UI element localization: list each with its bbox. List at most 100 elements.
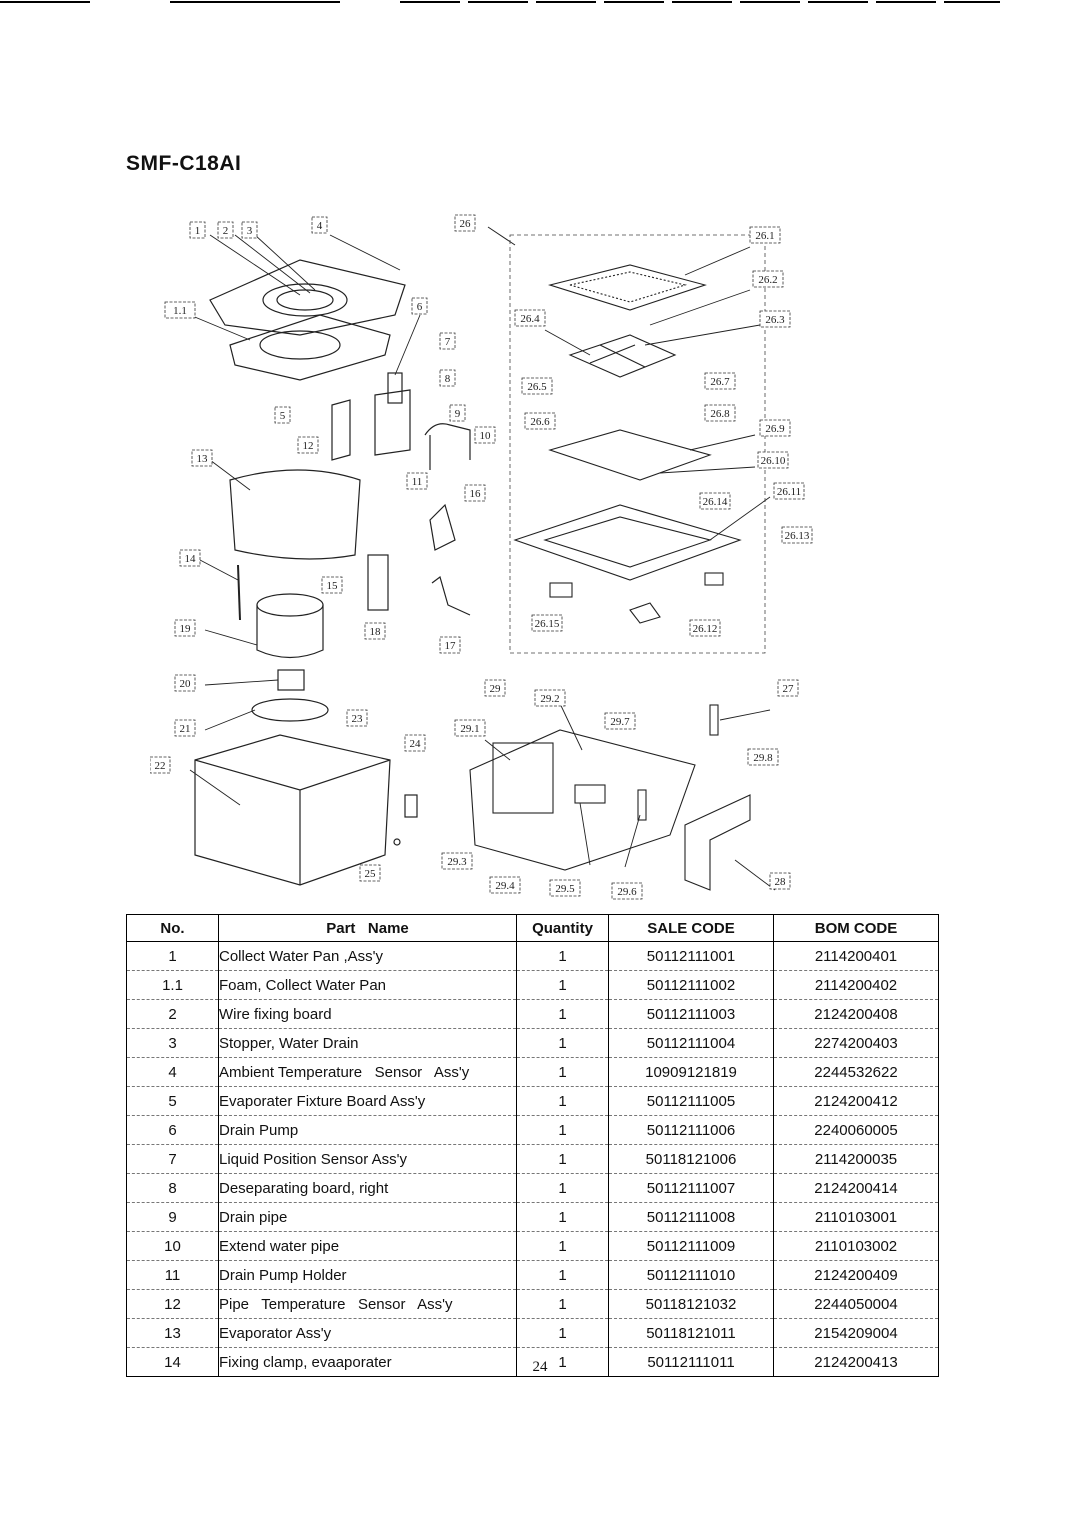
callout-29-3: 29.3 (441, 852, 473, 870)
row-sale-code: 50112111003 (608, 999, 774, 1029)
callout-15: 15 (321, 576, 343, 594)
row-quantity: 1 (516, 1173, 609, 1203)
callout-17: 17 (439, 636, 461, 654)
callout-22: 22 (150, 756, 171, 774)
callout-26-3: 26.3 (759, 310, 791, 328)
row-quantity: 1 (516, 1318, 609, 1348)
row-quantity: 1 (516, 1057, 609, 1087)
callout-16: 16 (464, 484, 486, 502)
callout-label: 26.3 (765, 314, 785, 326)
callout-label: 19 (180, 623, 192, 635)
fan-drawing (256, 593, 324, 617)
callout-29-7: 29.7 (604, 712, 636, 730)
callout-29-1: 29.1 (454, 719, 486, 737)
callout-label: 12 (303, 440, 314, 452)
row-number: 10 (126, 1231, 219, 1261)
drain-pump-drawing (387, 372, 403, 404)
row-part-name: Deseparating board, right (218, 1173, 517, 1203)
callout-26-10: 26.10 (757, 451, 789, 469)
callout-26: 26 (454, 214, 476, 232)
row-quantity: 1 (516, 1202, 609, 1232)
callout-28: 28 (769, 872, 791, 890)
row-bom-code: 2114200402 (773, 970, 939, 1000)
callout-label: 24 (410, 738, 422, 750)
callout-29-6: 29.6 (611, 882, 643, 900)
callout-label: 26.1 (755, 230, 774, 242)
row-bom-code: 2244050004 (773, 1289, 939, 1319)
grille-drawing (547, 264, 707, 311)
callout-label: 26.5 (527, 381, 547, 393)
callout-label: 26.12 (693, 623, 718, 635)
callout-26-11: 26.11 (773, 482, 805, 500)
callout-10: 10 (474, 426, 496, 444)
callout-label: 13 (197, 453, 209, 465)
callout-26-12: 26.12 (689, 619, 721, 637)
callout-label: 26.9 (765, 423, 785, 435)
callout-label: 29.5 (555, 883, 575, 895)
callout-label: 1.1 (173, 305, 187, 317)
callout-label: 26.10 (761, 455, 786, 467)
callout-26-7: 26.7 (704, 372, 736, 390)
callout-label: 26.14 (703, 496, 728, 508)
callout-26-2: 26.2 (752, 270, 784, 288)
row-sale-code: 50112111008 (608, 1202, 774, 1232)
row-number: 13 (126, 1318, 219, 1348)
callout-27: 27 (777, 679, 799, 697)
row-number: 9 (126, 1202, 219, 1232)
row-sale-code: 50118121006 (608, 1144, 774, 1174)
callout-23: 23 (346, 709, 368, 727)
panel-frame-drawing (513, 504, 742, 581)
row-number: 14 (126, 1347, 219, 1377)
callout-label: 26.11 (777, 486, 801, 498)
callout-label: 26.6 (530, 416, 550, 428)
table-header-row: No. Part Name Quantity SALE CODE BOM COD… (126, 914, 939, 942)
callout-18: 18 (364, 622, 386, 640)
filter-drawing (568, 334, 677, 378)
row-part-name: Fixing clamp, evaaporater (218, 1347, 517, 1377)
callout-19: 19 (174, 619, 196, 637)
callout-label: 1 (195, 225, 201, 237)
row-bom-code: 2124200408 (773, 999, 939, 1029)
page-number: 24 (532, 1359, 548, 1375)
row-number: 2 (126, 999, 219, 1029)
callout-26-15: 26.15 (531, 614, 563, 632)
row-quantity: 1 (516, 1144, 609, 1174)
row-part-name: Evaporator Ass'y (218, 1318, 517, 1348)
row-sale-code: 50112111006 (608, 1115, 774, 1145)
callout-label: 11 (412, 476, 423, 488)
callout-26-13: 26.13 (781, 526, 813, 544)
row-bom-code: 2124200412 (773, 1086, 939, 1116)
row-number: 12 (126, 1289, 219, 1319)
callout-29-4: 29.4 (489, 876, 521, 894)
callout-29-8: 29.8 (747, 748, 779, 766)
header-part-name: Part Name (218, 914, 517, 942)
callout-label: 17 (445, 640, 457, 652)
callout-26-4: 26.4 (514, 309, 546, 327)
callout-6: 6 (411, 297, 428, 315)
callout-label: 29 (490, 683, 502, 695)
row-bom-code: 2240060005 (773, 1115, 939, 1145)
row-part-name: Liquid Position Sensor Ass'y (218, 1144, 517, 1174)
callout-label: 9 (455, 408, 461, 420)
row-number: 4 (126, 1057, 219, 1087)
callout-26-6: 26.6 (524, 412, 556, 430)
callout-25: 25 (359, 864, 381, 882)
row-quantity: 1 (516, 970, 609, 1000)
row-part-name: Stopper, Water Drain (218, 1028, 517, 1058)
callout-2: 2 (217, 221, 234, 239)
row-bom-code: 2110103001 (773, 1202, 939, 1232)
fixture-board-drawing (331, 399, 351, 461)
casing-box-drawing (194, 734, 391, 886)
callout-label: 21 (180, 723, 191, 735)
callout-label: 26.13 (785, 530, 810, 542)
callout-label: 6 (417, 301, 423, 313)
row-quantity: 1 (516, 1086, 609, 1116)
row-part-name: Drain pipe (218, 1202, 517, 1232)
callout-label: 29.3 (447, 856, 467, 868)
